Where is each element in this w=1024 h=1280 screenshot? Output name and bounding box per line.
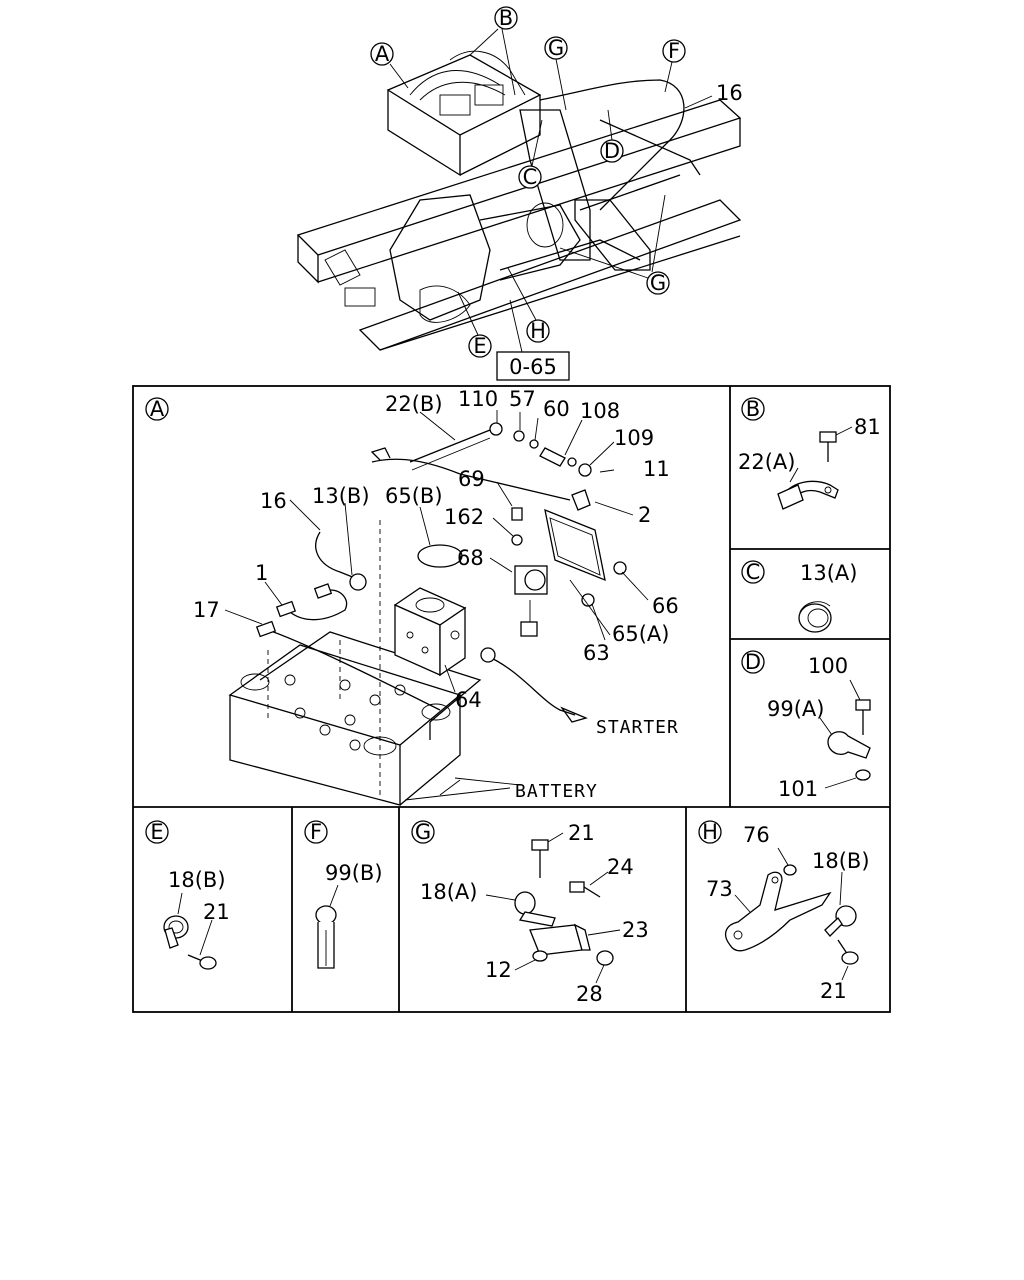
label-99A: 99(A) [767,697,824,721]
callout-circle-A [370,42,394,66]
callout-D: D [604,139,620,163]
label-73: 73 [706,877,733,901]
callout-circle-C [518,165,542,189]
panel-B-letter: B [746,397,760,421]
label-23: 23 [622,918,649,942]
panel-B: B 81 22(A) [738,397,881,510]
label-108: 108 [580,399,620,423]
label-28: 28 [576,982,603,1006]
label-162: 162 [444,505,484,529]
cables-drawing [255,429,588,723]
label-57: 57 [509,387,536,411]
callout-circle-D [600,139,624,163]
panel-D: D 100 99(A) 101 [741,650,871,801]
cover-65B [417,544,463,568]
callout-circle-F [662,39,686,63]
callout-circle-E [468,334,492,358]
label-100: 100 [808,654,848,678]
panel-C-letter: C [746,560,761,584]
label-16: 16 [260,489,287,513]
panel-A-letter: A [150,397,165,421]
label-22A: 22(A) [738,450,795,474]
label-starter: STARTER [596,717,679,738]
panel-H-letter: H [702,820,718,844]
label-2: 2 [638,503,651,527]
label-24: 24 [607,855,634,879]
label-69: 69 [458,467,485,491]
label-12: 12 [485,958,512,982]
label-109: 109 [614,426,654,450]
panel-H: H 76 18(B) 73 21 [698,820,870,1003]
callout-E: E [473,334,486,358]
reference-box-frame [496,351,570,381]
panel-F-letter: F [310,820,322,844]
label-top-16: 16 [716,81,743,105]
label-68: 68 [457,546,484,570]
label-81: 81 [854,415,881,439]
label-76: 76 [743,823,770,847]
chassis-overview-drawing [296,50,742,351]
panel-A: A [145,387,679,806]
label-battery: BATTERY [515,781,598,802]
panel-F: F 99(B) [304,820,383,969]
label-H-21: 21 [820,979,847,1003]
panel-G: G 21 24 18(A) 23 12 28 [411,820,649,1006]
label-60: 60 [543,397,570,421]
label-13A: 13(A) [800,561,857,585]
panel-G-letter: G [415,820,431,844]
label-64: 64 [455,688,482,712]
label-1: 1 [255,561,268,585]
callout-G-top: G [548,36,564,60]
label-G-21: 21 [568,821,595,845]
label-13B: 13(B) [312,484,370,508]
callout-circle-B [494,6,518,30]
reference-box: 0-65 [509,355,557,379]
label-H-18B: 18(B) [812,849,870,873]
label-110: 110 [458,387,498,411]
label-17: 17 [193,598,220,622]
callout-C: C [523,165,538,189]
callout-F: F [668,39,680,63]
label-63: 63 [583,641,610,665]
label-66: 66 [652,594,679,618]
panel-A-leaders [224,410,649,801]
panel-E: E 18(B) 21 [145,820,230,970]
label-18A: 18(A) [420,880,477,904]
callout-circle-H [526,319,550,343]
label-65B: 65(B) [385,484,443,508]
label-21: 21 [203,900,230,924]
relay-drawing [489,422,627,637]
label-99B: 99(B) [325,861,383,885]
label-65A: 65(A) [612,622,669,646]
panel-D-letter: D [745,650,761,674]
top-callouts: A B C D F G G H E 16 0-65 [370,6,743,381]
callout-A: A [375,42,390,66]
label-22B: 22(B) [385,392,443,416]
callout-circle-G-top [544,36,568,60]
label-101: 101 [778,777,818,801]
panel-frames [132,385,891,1013]
callout-G-bottom: G [650,271,666,295]
label-18B: 18(B) [168,868,226,892]
panel-C: C 13(A) [741,560,857,633]
callout-circle-G-bottom [646,271,670,295]
callout-H: H [530,319,546,343]
panel-E-letter: E [150,820,163,844]
junction-box-drawing [393,544,467,677]
label-11: 11 [643,457,670,481]
callout-B: B [499,6,513,30]
